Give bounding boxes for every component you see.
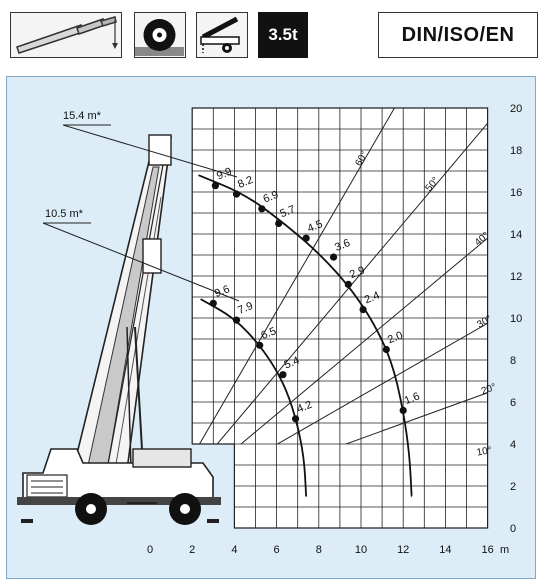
angle-line [198,108,396,444]
x-tick-label: 8 [316,544,322,556]
load-value-label: 5.4 [283,355,302,372]
angle-line [276,322,488,444]
x-tick-label: 14 [439,544,451,556]
load-point [232,190,241,198]
x-tick-label: 6 [274,544,280,556]
load-point [382,345,390,354]
load-point [359,306,367,314]
angle-line [216,122,488,444]
load-chart: 60°50°40°30°20°10° [17,103,522,556]
x-tick-label: 16 [481,544,493,556]
y-tick-label: 6 [510,397,516,409]
boom-label-full: 15.4 m* [63,110,102,122]
load-point [329,253,338,261]
standard-label: DIN/ISO/EN [378,12,538,58]
load-point [232,316,241,324]
header-bar: 3.5t DIN/ISO/EN [0,0,540,76]
load-chart-panel: 60°50°40°30°20°10° [6,76,536,579]
y-tick-label: 0 [510,523,516,535]
y-tick-label: 20 [510,103,522,115]
x-tick-label: 0 [147,544,153,556]
weight-badge: 3.5t [258,12,308,58]
load-point [291,415,300,423]
angle-label: 20° [480,382,498,398]
load-value-label: 2.0 [386,329,405,346]
load-value-label: 9.9 [215,166,234,183]
load-point [256,341,264,349]
tire-icon [134,12,186,58]
load-point [258,205,266,213]
load-value-label: 4.2 [295,399,314,416]
load-value-label: 9.6 [213,283,232,300]
crane-on-carrier-icon [196,12,248,58]
angle-label: 10° [476,445,493,458]
x-axis-unit: m [500,544,509,556]
y-tick-label: 8 [510,355,516,367]
y-tick-label: 2 [510,481,516,493]
load-point [344,280,352,288]
crane-illustration [17,134,221,525]
boom-length-labels: 15.4 m* 10.5 m* [42,110,240,302]
load-value-label: 7.9 [236,300,255,317]
load-value-label: 3.6 [333,237,352,254]
telescopic-boom-icon [10,12,122,58]
x-tick-label: 10 [355,544,367,556]
angle-line [240,237,488,444]
boom-angle-labels: 60°50°40°30°20°10° [353,150,497,459]
load-point [211,182,220,190]
boom-angle-lines [198,108,488,444]
y-tick-label: 14 [510,229,522,241]
y-tick-label: 10 [510,313,522,325]
load-value-label: 2.9 [348,264,367,281]
x-tick-label: 2 [189,544,195,556]
load-value-label: 2.4 [363,290,382,307]
load-point [302,234,310,242]
load-value-label: 5.7 [278,203,297,220]
load-value-label: 1.6 [403,390,422,407]
x-tick-label: 4 [231,544,237,556]
y-tick-label: 18 [510,145,522,157]
load-value-label: 6.9 [261,189,280,206]
x-tick-label: 12 [397,544,409,556]
load-point [399,406,407,414]
load-value-label: 4.5 [306,218,325,235]
load-point [275,219,283,228]
y-tick-label: 12 [510,271,522,283]
angle-line [344,392,488,444]
load-point [209,299,217,307]
y-tick-label: 4 [510,439,516,451]
load-value-label: 6.5 [259,325,278,342]
load-value-label: 8.2 [236,174,255,191]
boom-label-half: 10.5 m* [45,208,84,220]
y-tick-label: 16 [510,187,522,199]
load-point [279,371,287,379]
radius-curve [200,298,308,497]
